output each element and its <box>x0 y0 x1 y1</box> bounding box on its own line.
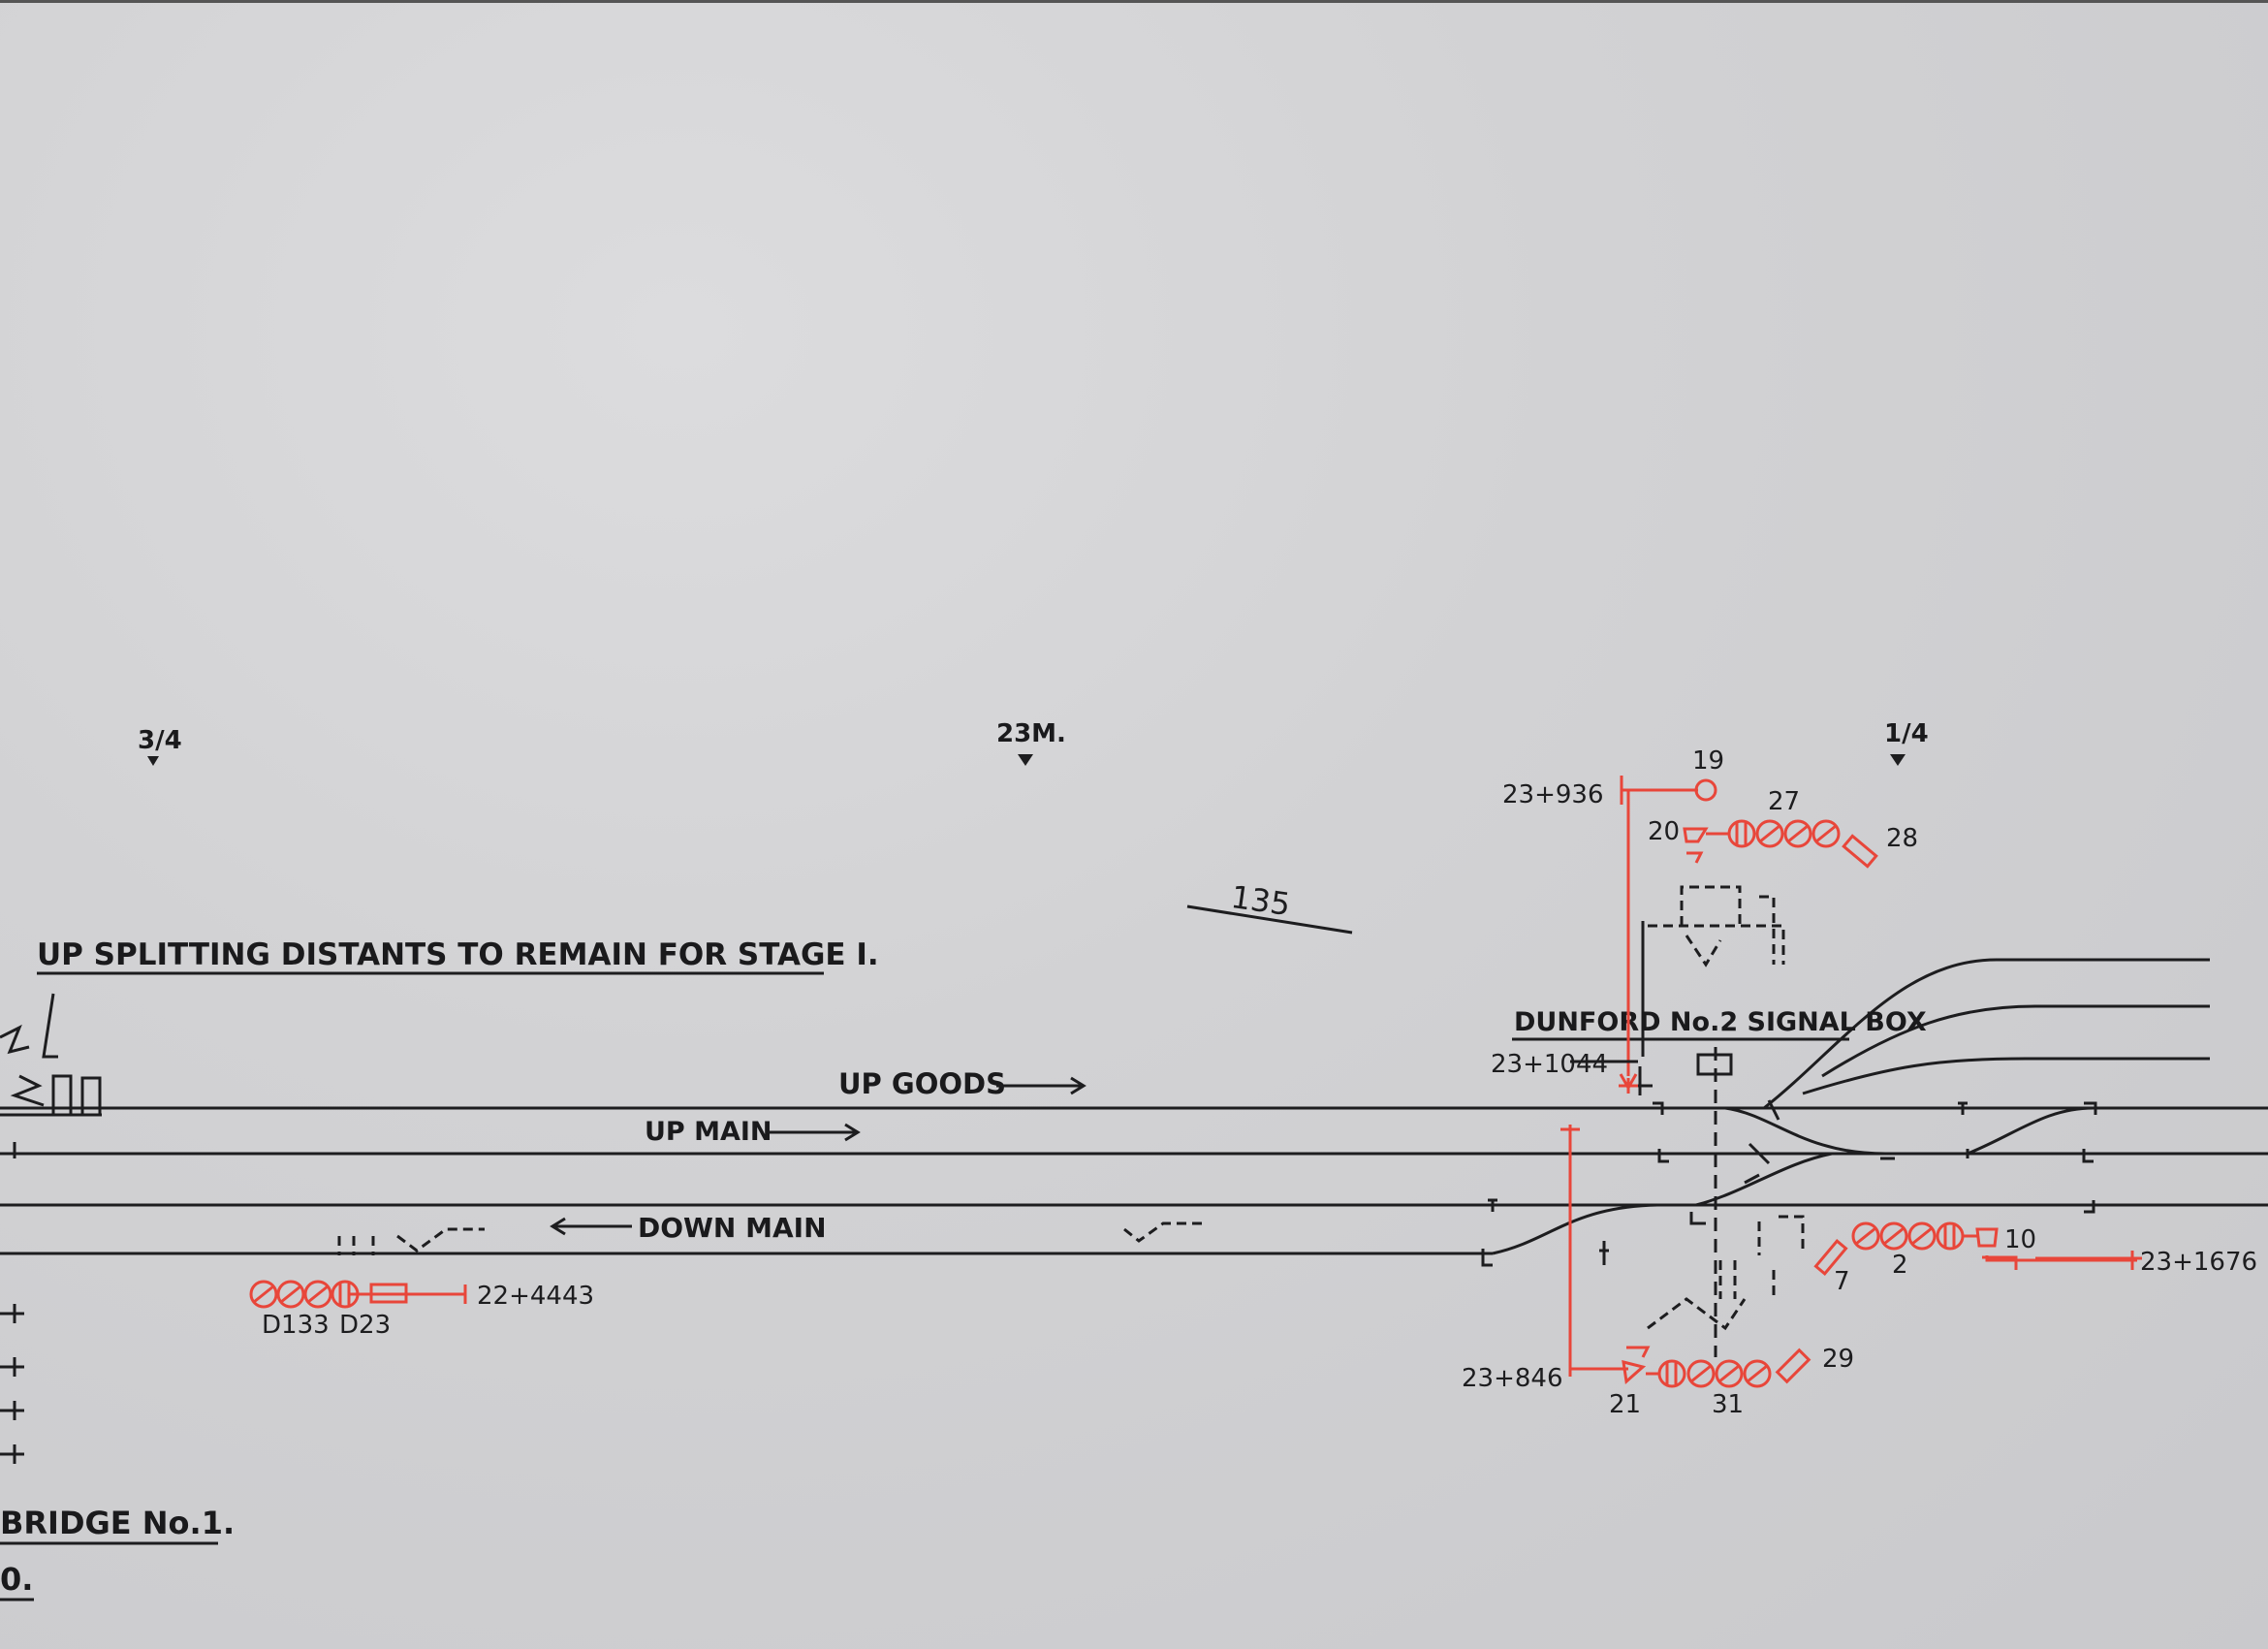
milepost-marker <box>1018 754 1033 766</box>
left-signal-gantry <box>0 993 102 1117</box>
milepost-marker <box>1890 754 1906 766</box>
signal-box <box>1641 921 1733 1357</box>
signal-label-31: 31 <box>1712 1390 1744 1419</box>
stage-note: UP SPLITTING DISTANTS TO REMAIN FOR STAG… <box>37 937 879 972</box>
signal-label-d23: D23 <box>339 1311 391 1340</box>
crossover-upmain-downmain <box>1695 1152 1833 1207</box>
signal-label-10: 10 <box>2004 1225 2036 1254</box>
milepost-three-quarter: 3/4 <box>138 726 182 755</box>
up-main-direction-arrow <box>769 1123 861 1142</box>
bottom-fragment-label: 0. <box>0 1561 33 1598</box>
signal-box-name: DUNFORD No.2 SIGNAL BOX <box>1514 1007 1927 1037</box>
signal-label-21: 21 <box>1609 1390 1641 1419</box>
red-leader-lines <box>349 776 2142 1377</box>
milepost-23m: 23M. <box>996 719 1066 748</box>
removed-equipment-outlines <box>337 885 1805 1331</box>
signal-label-d133: D133 <box>262 1311 330 1340</box>
signal-label-19: 19 <box>1692 746 1724 776</box>
down-goods-crossover <box>1492 1203 1658 1255</box>
plan-number: 135 <box>1229 878 1293 923</box>
siding-3 <box>1802 1057 2210 1095</box>
chainage-23-936: 23+936 <box>1502 780 1604 809</box>
signal-label-28: 28 <box>1886 824 1918 853</box>
up-goods-label: UP GOODS <box>838 1067 1006 1100</box>
track-lines <box>0 958 2268 1255</box>
up-main-label: UP MAIN <box>645 1117 772 1147</box>
crossover-upgoods-upmain <box>1724 1106 1886 1156</box>
plan-number-underline <box>1186 904 1353 935</box>
signal-group-20-27-28 <box>1683 819 1878 869</box>
bridge-label: BRIDGE No.1. <box>0 1505 235 1541</box>
chainage-23-1676: 23+1676 <box>2140 1248 2257 1277</box>
milepost-quarter: 1/4 <box>1884 719 1929 748</box>
up-goods-direction-arrow <box>996 1076 1087 1095</box>
signal-19-disc <box>1694 778 1717 802</box>
crossover-right <box>1967 1106 2095 1156</box>
chainage-22-4443: 22+4443 <box>477 1282 594 1311</box>
track-joint-marks <box>13 1099 2097 1267</box>
signal-label-27: 27 <box>1768 787 1800 816</box>
down-main-direction-arrow <box>550 1217 632 1236</box>
down-main-label: DOWN MAIN <box>638 1212 827 1244</box>
siding-1 <box>1763 958 2210 1110</box>
milepost-marker <box>147 756 159 766</box>
signal-label-7: 7 <box>1834 1267 1850 1296</box>
distant-signal-group-d133-d23 <box>249 1280 408 1309</box>
chainage-23-1044: 23+1044 <box>1491 1050 1608 1079</box>
left-margin-ticks <box>0 1304 24 1464</box>
signal-label-29: 29 <box>1822 1345 1854 1374</box>
signal-group-7-2-10 <box>1813 1221 2018 1276</box>
signal-label-2: 2 <box>1892 1251 1908 1280</box>
signal-label-20: 20 <box>1648 817 1680 846</box>
chainage-23-846: 23+846 <box>1462 1364 1563 1393</box>
siding-2 <box>1821 1004 2210 1078</box>
signal-group-21-31-29 <box>1622 1346 1811 1388</box>
